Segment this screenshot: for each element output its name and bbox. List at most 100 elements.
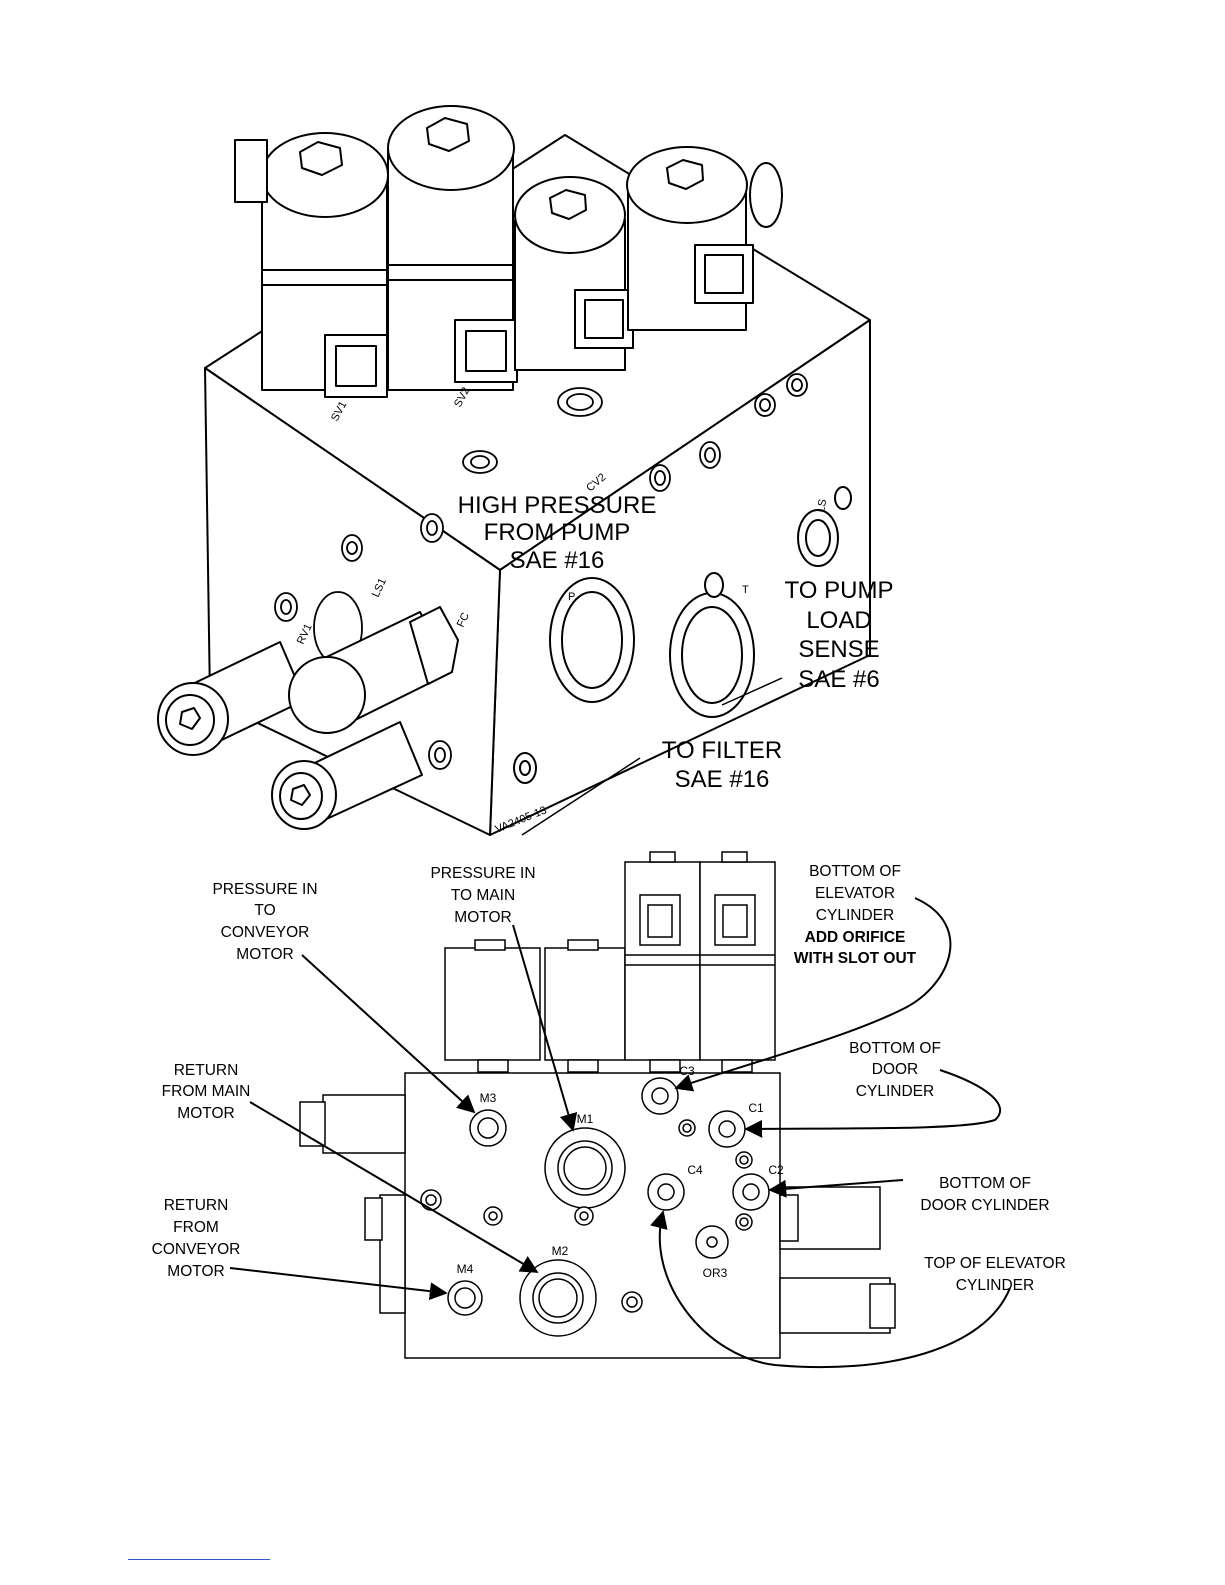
coil-2 <box>544 947 626 1061</box>
stamp-t: T <box>742 584 749 596</box>
port-m4 <box>447 1280 483 1316</box>
callout-high-pressure: HIGH PRESSURE FROM PUMP SAE #16 <box>458 492 657 574</box>
solenoid-sv2 <box>387 105 518 391</box>
callout-line: TO FILTER <box>662 737 782 764</box>
callout-line: FROM <box>173 1219 219 1236</box>
solenoid-back-2 <box>626 146 754 331</box>
callout-line: TO <box>254 902 275 919</box>
port-m1 <box>544 1127 626 1209</box>
arrow-elevator-bottom <box>674 897 952 1092</box>
left-cartridge-lower <box>379 1194 406 1314</box>
callout-line: CYLINDER <box>856 1083 934 1100</box>
callout-line: MOTOR <box>167 1263 224 1280</box>
callout-line: TOP OF ELEVATOR <box>924 1255 1066 1272</box>
callout-line: DOOR <box>872 1061 919 1078</box>
callout-line: MOTOR <box>236 946 293 963</box>
port-m2 <box>519 1259 597 1337</box>
port-label-c2: C2 <box>768 1163 784 1177</box>
port-label-c3: C3 <box>679 1064 695 1078</box>
port-label-m2: M2 <box>552 1244 569 1258</box>
side-connector-right <box>749 162 783 228</box>
callout-line: MOTOR <box>177 1105 234 1122</box>
callout-line: BOTTOM OF <box>809 863 901 880</box>
callout-line: SAE #16 <box>510 547 605 574</box>
stamp-ls: LS <box>815 498 829 513</box>
footer-divider <box>128 1559 270 1560</box>
arrow-return-conveyor <box>229 1267 448 1301</box>
solenoid-back-1 <box>514 176 634 371</box>
stamp-p: P <box>568 591 575 603</box>
cartridge-rv1 <box>157 641 306 756</box>
callout-elevator-bottom: BOTTOM OF ELEVATOR CYLINDER ADD ORIFICE … <box>794 863 917 967</box>
callout-line: CYLINDER <box>816 907 894 924</box>
port-label-c4: C4 <box>687 1163 703 1177</box>
port-c1 <box>708 1110 746 1148</box>
callout-line: DOOR CYLINDER <box>920 1197 1049 1214</box>
arrow-main-in <box>512 924 578 1132</box>
callout-line: SAE #16 <box>675 766 770 793</box>
cartridge-fc <box>271 606 459 830</box>
port-label-m4: M4 <box>457 1262 474 1276</box>
callout-line: FROM MAIN <box>162 1083 251 1100</box>
left-cartridge-upper <box>322 1094 406 1154</box>
callout-line: ELEVATOR <box>815 885 895 902</box>
orthographic-manifold <box>299 851 896 1359</box>
callout-line: WITH SLOT OUT <box>794 950 917 967</box>
stamp-fc: FC <box>455 611 472 629</box>
port-c3 <box>641 1077 679 1115</box>
arrow-door-bottom-2 <box>768 1179 904 1198</box>
callout-line: CONVEYOR <box>152 1241 241 1258</box>
callout-line: BOTTOM OF <box>939 1175 1031 1192</box>
callout-line: HIGH PRESSURE <box>458 492 657 519</box>
port-label-m3: M3 <box>480 1091 497 1105</box>
callout-line: CYLINDER <box>956 1277 1034 1294</box>
callout-line: RETURN <box>174 1062 239 1079</box>
port-label-m1: M1 <box>577 1112 594 1126</box>
callout-door-bottom-2: BOTTOM OF DOOR CYLINDER <box>920 1175 1049 1214</box>
callout-line: MOTOR <box>454 909 511 926</box>
callout-return-conveyor: RETURN FROM CONVEYOR MOTOR <box>152 1197 241 1280</box>
port-c2 <box>732 1173 770 1211</box>
callout-return-main: RETURN FROM MAIN MOTOR <box>162 1062 251 1122</box>
callout-line: LOAD <box>806 607 871 634</box>
isometric-manifold <box>157 105 871 836</box>
callout-line: ADD ORIFICE <box>805 929 906 946</box>
callout-line: SENSE <box>798 636 879 663</box>
coil-4 <box>699 861 776 1061</box>
port-labels: M3 M1 M2 M4 C3 C1 C4 C2 OR3 <box>457 1064 784 1280</box>
port-c4 <box>647 1173 685 1211</box>
callout-arrows <box>229 897 1011 1369</box>
callout-line: RETURN <box>164 1197 229 1214</box>
solenoid-sv1 <box>261 132 389 398</box>
arrow-elevator-top <box>650 1210 1011 1369</box>
callout-line: TO PUMP <box>785 577 894 604</box>
callout-conveyor-in: PRESSURE IN TO CONVEYOR MOTOR <box>212 881 317 963</box>
callout-line: PRESSURE IN <box>212 881 317 898</box>
arrow-return-main <box>249 1101 539 1273</box>
callout-line: PRESSURE IN <box>430 865 535 882</box>
callout-elevator-top: TOP OF ELEVATOR CYLINDER <box>924 1255 1066 1294</box>
arrow-door-bottom-1 <box>744 1069 1002 1138</box>
callout-line: FROM PUMP <box>484 519 631 546</box>
top-leader-lines <box>521 677 783 836</box>
side-connector-left <box>234 139 268 203</box>
callout-line: SAE #6 <box>798 666 879 693</box>
callout-line: BOTTOM OF <box>849 1040 941 1057</box>
port-label-c1: C1 <box>748 1101 764 1115</box>
callout-line: TO MAIN <box>451 887 515 904</box>
port-m3 <box>469 1109 507 1147</box>
callout-door-bottom-1: BOTTOM OF DOOR CYLINDER <box>849 1040 941 1100</box>
port-label-or3: OR3 <box>703 1266 728 1280</box>
right-face-ports <box>513 486 852 784</box>
arrow-conveyor-in <box>301 954 476 1114</box>
coil-1 <box>444 947 541 1061</box>
callout-line: CONVEYOR <box>221 924 310 941</box>
small-plugs <box>420 1119 753 1313</box>
callout-filter: TO FILTER SAE #16 <box>662 737 782 793</box>
top-face-ports <box>462 373 808 492</box>
callout-load-sense: TO PUMP LOAD SENSE SAE #6 <box>785 577 894 693</box>
port-or3 <box>695 1225 729 1259</box>
callout-main-in: PRESSURE IN TO MAIN MOTOR <box>430 865 535 926</box>
coil-3 <box>624 861 701 1061</box>
